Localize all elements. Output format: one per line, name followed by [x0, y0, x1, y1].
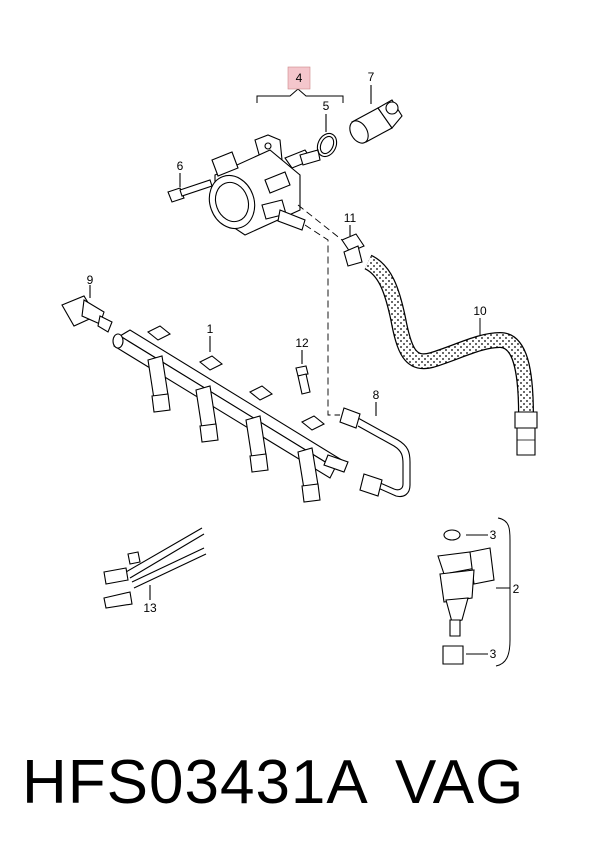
- callout-2: 2: [513, 582, 520, 596]
- callout-4: 4: [296, 71, 303, 85]
- high-pressure-line-8: [339, 402, 411, 498]
- callout-6: 6: [177, 159, 184, 173]
- dashed-guide-lines: [297, 204, 343, 416]
- clamp-11: [341, 225, 365, 267]
- callout-4-highlight: [287, 66, 311, 90]
- callout-10: 10: [473, 304, 487, 318]
- fuel-hose-10: [364, 254, 538, 456]
- callout-12: 12: [295, 336, 309, 350]
- callout-13: 13: [143, 601, 157, 615]
- callout-3-bottom: 3: [490, 647, 497, 661]
- pressure-sensor-9: [61, 285, 113, 333]
- callout-11: 11: [344, 211, 357, 225]
- bracket-line-4: [256, 88, 344, 103]
- injector-2: [437, 529, 495, 665]
- cable-ties-13: [103, 527, 207, 609]
- callout-8: 8: [373, 388, 380, 402]
- callout-3-top: 3: [490, 528, 497, 542]
- callout-7: 7: [368, 70, 375, 84]
- fuel-rail-1: [112, 325, 349, 503]
- screw-12: [295, 350, 311, 395]
- roller-tappet-7: [349, 85, 403, 144]
- callout-1: 1: [207, 322, 214, 336]
- parts-diagram: 4 5 7 6: [61, 66, 538, 667]
- callout-9: 9: [87, 273, 94, 287]
- brand-name: VAG: [395, 748, 525, 817]
- injector-bracket: [466, 517, 511, 667]
- high-pressure-pump: [208, 134, 321, 236]
- o-ring-5: [316, 114, 338, 158]
- bolt-6: [167, 173, 213, 203]
- callout-5: 5: [323, 99, 330, 113]
- part-number: HFS03431A: [22, 748, 369, 817]
